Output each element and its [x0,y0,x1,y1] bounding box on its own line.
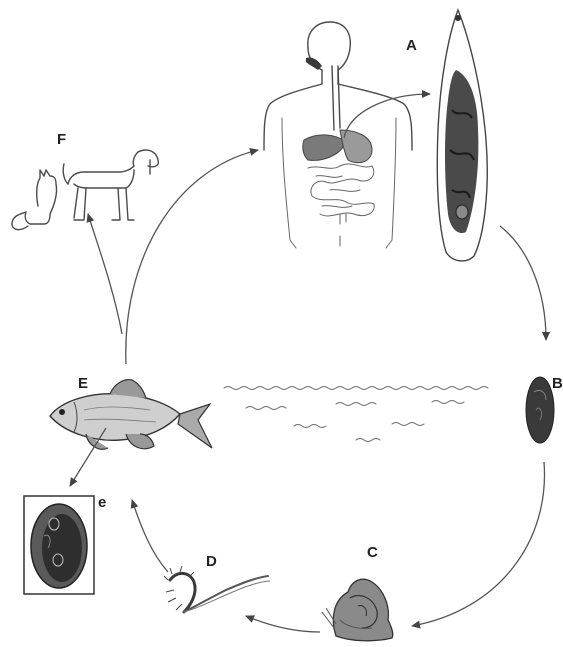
arrow-fish-to-reservoir [88,214,122,334]
snail-icon [322,579,393,641]
cat-icon [12,170,57,230]
egg-icon [526,377,554,443]
arrow-fish-to-human [126,150,258,364]
dog-icon [63,150,158,220]
label-human-host: A [406,37,417,54]
human-torso-icon [264,22,412,248]
water-ripples [224,387,488,442]
label-snail: C [367,544,378,561]
metacercaria-cyst-icon [24,496,94,594]
arrow-cercaria-to-fish [132,500,168,572]
arrow-human-to-fluke [344,94,430,138]
fish-icon [50,380,212,450]
label-egg: B [552,375,563,392]
arrow-snail-to-cercaria [246,616,320,632]
label-fish: E [78,375,88,392]
arrow-egg-to-snail [412,462,544,626]
arrow-fluke-to-egg [500,226,546,340]
label-cyst: e [98,494,106,511]
cercaria-icon [164,566,270,612]
label-reservoir-hosts: F [57,131,66,148]
adult-fluke-icon [437,10,487,261]
label-cercaria: D [206,553,217,570]
